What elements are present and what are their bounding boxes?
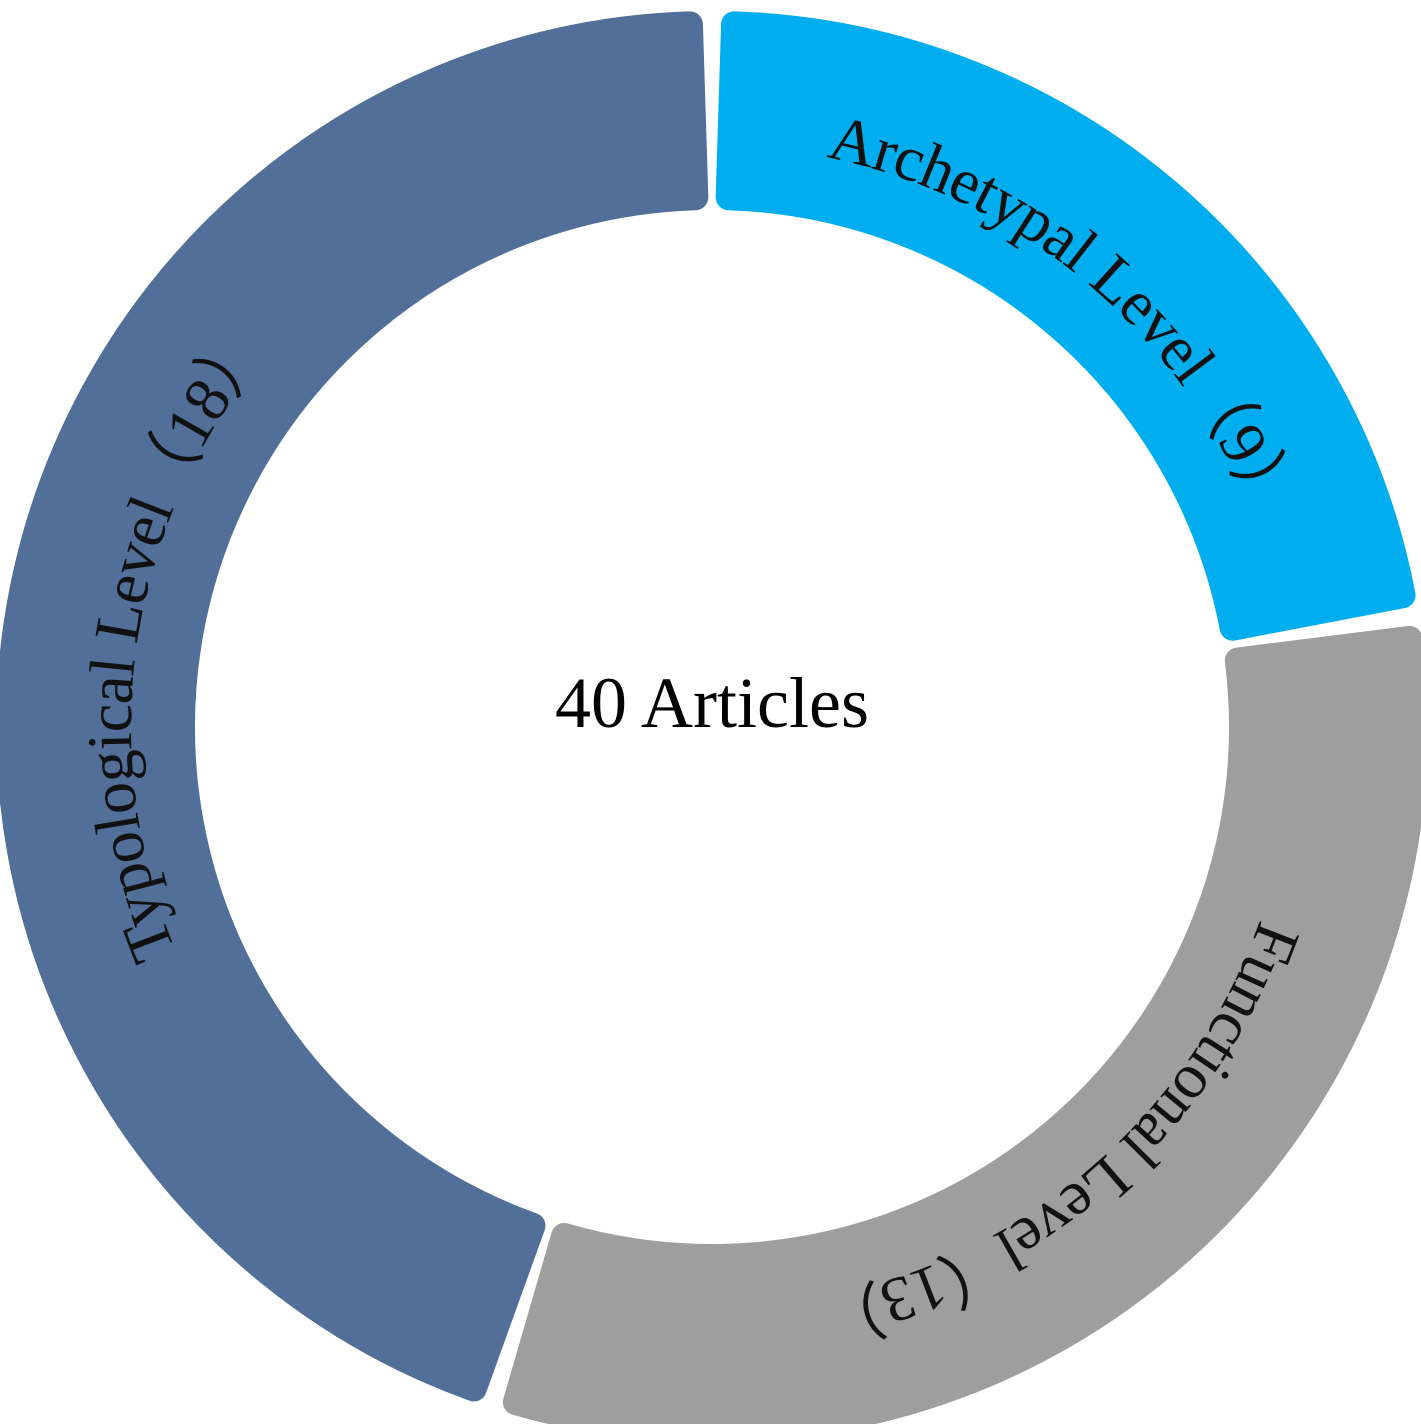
donut-slice-1 (715, 11, 1416, 641)
center-label: 40 Articles (555, 663, 869, 743)
donut-slice-3 (0, 11, 709, 1402)
donut-slice-2 (502, 625, 1421, 1424)
chart-segments (0, 11, 1421, 1424)
